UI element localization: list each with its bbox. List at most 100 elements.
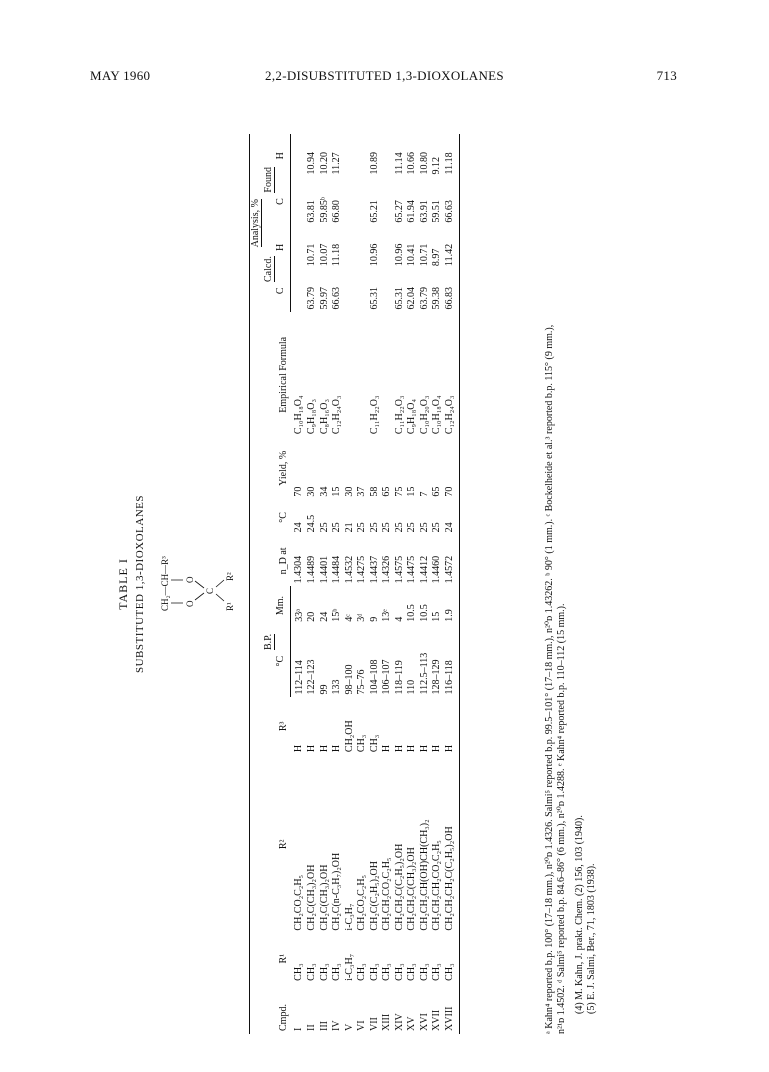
col-header-calc-h: H — [275, 225, 290, 270]
cell-bp-c: 99 — [318, 684, 330, 695]
cell-nd: 1.4304 — [293, 555, 304, 584]
cell-found-h — [344, 134, 357, 178]
cell-nd: 1.4275 — [356, 555, 367, 584]
cell-nd: 1.4572 — [443, 535, 460, 587]
cell-calc-c: 63.79 — [306, 286, 317, 310]
cell-calc-h: 10.96 — [393, 243, 405, 267]
cell-found-c: 63.91 — [418, 200, 430, 223]
cell-r1: CH₃ — [381, 963, 392, 981]
cell-calc-h: 11.18 — [331, 243, 342, 267]
cell-yield: 30 — [343, 486, 355, 497]
table-title: TABLE I — [116, 558, 130, 610]
cell-calc-c: 63.79 — [418, 286, 430, 310]
cell-bp-mm: 3ᵈ — [356, 613, 367, 622]
cell-nd-temp: 25 — [418, 522, 430, 533]
cell-yield: 70 — [443, 437, 460, 500]
cell-found-h: 10.66 — [406, 152, 417, 175]
group-header-calcd: Calcd. — [262, 256, 275, 282]
cell-yield: 65 — [381, 486, 392, 497]
cell-bp-c: 110 — [406, 679, 417, 695]
cell-bp-c: 112–114 — [293, 660, 305, 695]
cell-yield: 30 — [306, 486, 317, 497]
cell-cmpd: VI — [356, 1020, 367, 1031]
cell-found-c: 65.27 — [393, 200, 405, 223]
cell-bp-mm: 10.5 — [418, 604, 430, 622]
col-header-r3: R³ — [249, 697, 290, 756]
cell-r2: CH₂C(CH₃)₂OH — [306, 864, 317, 931]
cell-r2: CH₂C(CH₃)₂OH — [318, 864, 330, 931]
cell-nd-temp: 25 — [381, 522, 392, 533]
cell-calc-h — [344, 226, 357, 269]
cell-bp-c: 128–129 — [431, 659, 442, 695]
dioxolane-structure-diagram: CH₂—CH—R³ O O C R¹ R² — [160, 556, 235, 611]
cell-r3: CH₂OH — [343, 720, 355, 753]
cell-formula: C₁₀H₂₀O₃ — [418, 395, 430, 435]
cell-r3: H — [306, 744, 317, 753]
cell-r2: CH₂CH₂C(CH₃)₂OH — [406, 847, 417, 931]
cell-nd: 1.4412 — [418, 555, 430, 584]
col-header-found-c: C — [275, 177, 290, 226]
cell-formula: C₈H₁₆O₃ — [318, 399, 330, 435]
cell-calc-h: 8.97 — [431, 248, 442, 267]
cell-r2: CH₂CH₂CH₂C(C₂H₅)₂OH — [443, 755, 460, 934]
bond-line — [194, 592, 205, 601]
cell-bp-c: 106–107 — [381, 659, 392, 695]
cell-bp-c: 116–118 — [443, 624, 460, 698]
cell-r3: H — [331, 744, 342, 753]
cell-calc-h: 10.07 — [318, 243, 330, 267]
cell-r1: CH₃ — [318, 963, 330, 981]
cell-bp-mm: 9 — [368, 616, 380, 622]
cell-formula — [344, 312, 357, 437]
cell-r1: CH₃ — [406, 963, 417, 981]
cell-r2: i-C₃H₇ — [343, 903, 355, 931]
cell-yield: 15 — [331, 486, 342, 497]
cell-r2: CH₂C(C₂H₅)₂OH — [368, 861, 380, 931]
cell-bp-mm: 4 — [393, 616, 405, 622]
cell-r3: H — [418, 744, 430, 753]
cell-found-c: 59.85ᵇ — [318, 197, 330, 223]
structure-o-right: O — [185, 576, 195, 583]
running-header-title: 2,2-DISUBSTITUTED 1,3-DIOXOLANES — [265, 68, 504, 83]
cell-r2: CH₂C(n-C₃H₇)₂OH — [331, 852, 342, 931]
col-header-nd-temp: °C — [249, 499, 290, 536]
cell-cmpd: III — [318, 1021, 330, 1031]
cell-calc-h — [290, 226, 306, 269]
cell-bp-mm: 15 — [431, 611, 442, 622]
cell-found-h: 10.89 — [368, 152, 380, 175]
col-header-calc-c: C — [275, 269, 290, 313]
cell-nd: 1.4489 — [306, 555, 317, 584]
col-header-r2: R² — [249, 755, 290, 934]
cell-bp-c: 104–108 — [368, 659, 380, 695]
cell-nd-temp: 25 — [368, 522, 380, 533]
cell-calc-h — [356, 226, 369, 269]
cell-bp-c: 112.5–113 — [418, 652, 430, 695]
cell-nd: 1.4437 — [368, 555, 380, 584]
dioxolane-data-table: Cmpd. R¹ R² R³ B.P. n_D at °C Yield, % E… — [249, 134, 460, 1034]
cell-bp-mm: 13ᵉ — [381, 609, 392, 622]
cell-r3: H — [443, 697, 460, 756]
reference-item: (4) M. Kahn, J. prakt. Chem. (2) 156, 10… — [574, 815, 585, 1014]
cell-calc-c — [356, 269, 369, 312]
cell-nd-temp: 25 — [356, 522, 367, 533]
cell-r2: CH₂CH₂CH₂CO₂C₂H₅ — [431, 840, 442, 931]
cell-yield: 37 — [356, 486, 367, 497]
cell-nd: 1.4326 — [381, 555, 392, 584]
rotated-table-region: TABLE I SUBSTITUTED 1,3-DIOXOLANES CH₂—C… — [104, 134, 664, 1034]
cell-formula: C₁₁H₂₂O₃ — [393, 395, 405, 435]
cell-calc-c: 59.38 — [431, 286, 442, 310]
cell-bp-mm: 20 — [306, 611, 317, 622]
cell-nd-temp: 24 — [443, 499, 460, 536]
group-header-found: Found — [262, 167, 275, 193]
cell-cmpd: II — [306, 1024, 317, 1031]
cell-r2: CH₂CH₂C(C₂H₅)₂OH — [393, 843, 405, 931]
cell-calc-c: 65.31 — [368, 286, 380, 310]
footnote-line: n²¹ᴅ 1.4502. ᵈ Salmi⁵ reported b.p. 84.6… — [556, 603, 567, 1034]
